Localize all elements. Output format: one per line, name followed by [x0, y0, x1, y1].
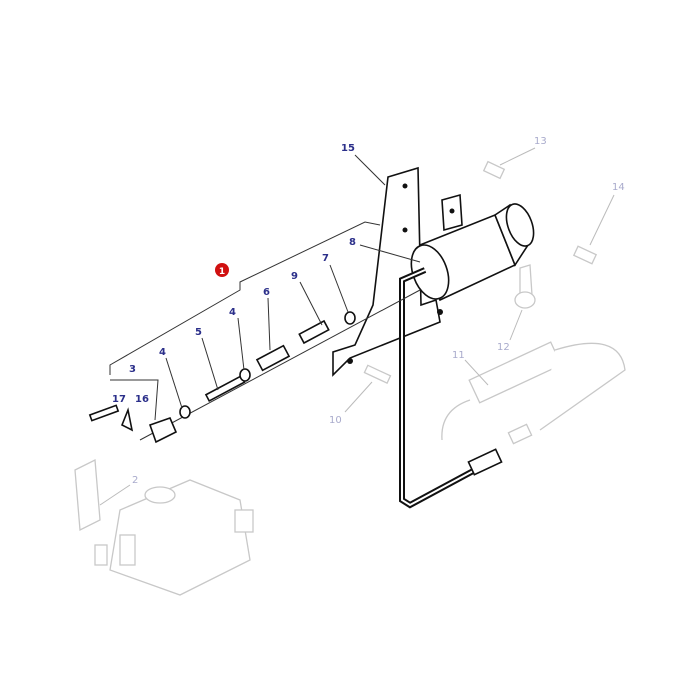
- callout-4b: 4: [159, 347, 166, 358]
- callout-3: 3: [129, 364, 136, 375]
- linkage-parts: [88, 289, 421, 444]
- stop-solenoid: [410, 203, 535, 302]
- callout-14: 14: [612, 182, 625, 193]
- callout-13: 13: [534, 136, 547, 147]
- callout-1: 1: [219, 267, 225, 277]
- secondary-parts: [363, 160, 626, 445]
- callout-4a: 4: [229, 307, 236, 318]
- callout-12: 12: [497, 342, 510, 353]
- leader-lines: [99, 147, 615, 506]
- callout-17: 17: [112, 394, 126, 405]
- callout-9: 9: [291, 271, 298, 282]
- callout-7: 7: [322, 253, 329, 264]
- callout-15: 15: [341, 143, 355, 154]
- solenoid-wire-harness: [399, 267, 503, 509]
- callout-8: 8: [349, 237, 356, 248]
- callout-2: 2: [132, 475, 138, 486]
- callout-10: 10: [329, 415, 342, 426]
- callout-11: 11: [452, 350, 465, 361]
- callout-6: 6: [263, 287, 270, 298]
- injection-pump-outline: [74, 458, 254, 596]
- callout-16: 16: [135, 394, 149, 405]
- callout-5: 5: [195, 327, 202, 338]
- main-callout-badge: [215, 263, 229, 277]
